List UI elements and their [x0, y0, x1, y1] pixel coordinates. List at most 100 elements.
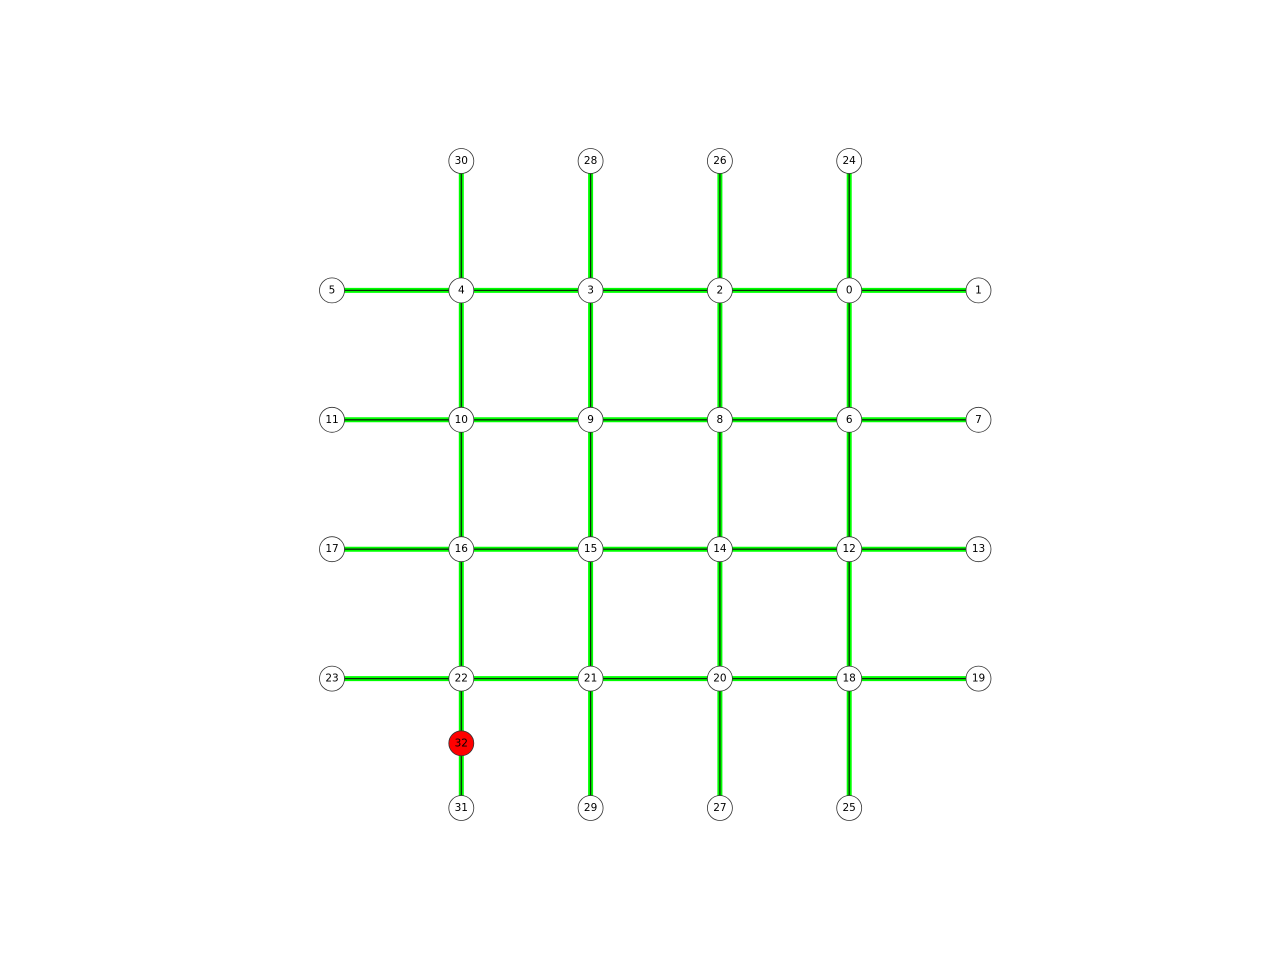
node-26: 26 [707, 148, 733, 174]
node-label: 23 [325, 673, 338, 685]
node-label: 31 [455, 802, 468, 814]
node-circle [448, 665, 475, 692]
node-3: 3 [577, 277, 604, 304]
node-label: 22 [455, 673, 468, 685]
node-circle [577, 277, 604, 304]
node-label: 20 [713, 673, 726, 685]
node-circle [448, 536, 475, 563]
node-circle [707, 148, 733, 174]
node-circle [319, 406, 345, 433]
node-label: 19 [972, 673, 985, 685]
node-circle [577, 665, 604, 692]
node-7: 7 [965, 406, 992, 433]
node-label: 9 [587, 414, 594, 426]
node-circle [836, 148, 863, 174]
node-circle [577, 795, 604, 821]
node-circle [448, 795, 475, 821]
node-label: 13 [972, 543, 985, 555]
node-label: 15 [584, 543, 597, 555]
node-circle [836, 277, 863, 304]
node-label: 32 [455, 737, 468, 749]
node-circle [577, 536, 604, 563]
node-label: 21 [584, 673, 597, 685]
highlighted-node-circle [448, 730, 475, 757]
node-circle [577, 148, 604, 174]
node-circle [319, 277, 345, 304]
node-label: 7 [975, 414, 982, 426]
node-label: 28 [584, 155, 597, 167]
node-label: 4 [458, 284, 465, 296]
node-28: 28 [577, 148, 604, 174]
node-17: 17 [319, 536, 345, 563]
node-18: 18 [836, 665, 863, 692]
node-label: 12 [843, 543, 856, 555]
node-10: 10 [448, 406, 475, 433]
node-31: 31 [448, 795, 475, 821]
node-16: 16 [448, 536, 475, 563]
node-11: 11 [319, 406, 345, 433]
node-14: 14 [707, 536, 733, 563]
node-19: 19 [965, 665, 992, 692]
node-circle [836, 406, 863, 433]
node-circle [707, 277, 733, 304]
node-circle [448, 277, 475, 304]
node-label: 24 [843, 155, 857, 167]
node-label: 8 [717, 414, 724, 426]
node-label: 17 [325, 543, 338, 555]
node-circle [836, 536, 863, 563]
node-label: 2 [717, 284, 724, 296]
node-12: 12 [836, 536, 863, 563]
node-label: 10 [455, 414, 468, 426]
node-circle [965, 277, 992, 304]
node-label: 25 [843, 802, 856, 814]
node-label: 6 [846, 414, 853, 426]
node-15: 15 [577, 536, 604, 563]
node-1: 1 [965, 277, 992, 304]
node-label: 0 [846, 284, 853, 296]
node-25: 25 [836, 795, 863, 821]
node-13: 13 [965, 536, 992, 563]
node-circle [965, 536, 992, 563]
node-4: 4 [448, 277, 475, 304]
node-2: 2 [707, 277, 733, 304]
node-label: 5 [329, 284, 336, 296]
node-circle [707, 406, 733, 433]
node-6: 6 [836, 406, 863, 433]
node-label: 11 [325, 414, 338, 426]
node-5: 5 [319, 277, 345, 304]
node-label: 30 [455, 155, 468, 167]
node-circle [965, 665, 992, 692]
node-circle [836, 795, 863, 821]
node-22: 22 [448, 665, 475, 692]
node-29: 29 [577, 795, 604, 821]
node-circle [707, 795, 733, 821]
node-circle [319, 536, 345, 563]
node-20: 20 [707, 665, 733, 692]
node-label: 16 [455, 543, 469, 555]
node-27: 27 [707, 795, 733, 821]
node-32: 32 [448, 730, 475, 757]
node-label: 27 [713, 802, 726, 814]
node-9: 9 [577, 406, 604, 433]
node-circle [707, 665, 733, 692]
node-24: 24 [836, 148, 863, 174]
node-21: 21 [577, 665, 604, 692]
node-30: 30 [448, 148, 475, 174]
node-circle [965, 406, 992, 433]
node-circle [836, 665, 863, 692]
node-circle [448, 148, 475, 174]
node-circle [577, 406, 604, 433]
node-circle [707, 536, 733, 563]
node-circle [319, 665, 345, 692]
node-label: 29 [584, 802, 597, 814]
node-8: 8 [707, 406, 733, 433]
node-circle [448, 406, 475, 433]
node-0: 0 [836, 277, 863, 304]
node-23: 23 [319, 665, 345, 692]
node-label: 26 [713, 155, 727, 167]
edges-layer [332, 161, 979, 808]
node-label: 18 [843, 673, 856, 685]
node-label: 14 [713, 543, 727, 555]
